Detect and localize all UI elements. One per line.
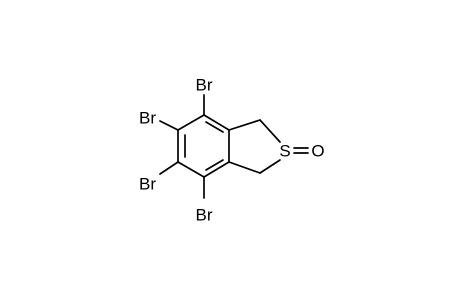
ring-bond-c6-c1 (177, 114, 205, 131)
ring-bond-c1-c2 (203, 114, 230, 131)
atom-label-br-bottom: Br (196, 206, 213, 225)
atom-label-sulfur: S (279, 142, 290, 161)
ring-bond-ch2-bottom-c3 (228, 161, 261, 174)
aromatic-inner-bond-c1-c2 (205, 121, 224, 133)
substituent-bond-br-lower-left (159, 161, 179, 175)
atom-labels: Br Br Br Br S O (139, 76, 325, 225)
atom-label-oxygen: O (311, 142, 324, 161)
ring-bond-ch2-top-s (259, 119, 281, 143)
ring-bond-c2-ch2-top (228, 119, 261, 131)
bonds (159, 94, 309, 199)
atom-label-br-top: Br (196, 76, 213, 95)
aromatic-inner-bond-c3-c4 (205, 159, 224, 171)
atom-label-br-upper-left: Br (139, 109, 156, 128)
ring-bond-c3-c4 (203, 161, 230, 178)
ring-bond-s-ch2-bottom (259, 159, 281, 174)
ring-bond-c4-c5 (177, 161, 205, 178)
substituent-bond-br-upper-left (159, 120, 179, 131)
atom-label-br-lower-left: Br (139, 175, 156, 194)
